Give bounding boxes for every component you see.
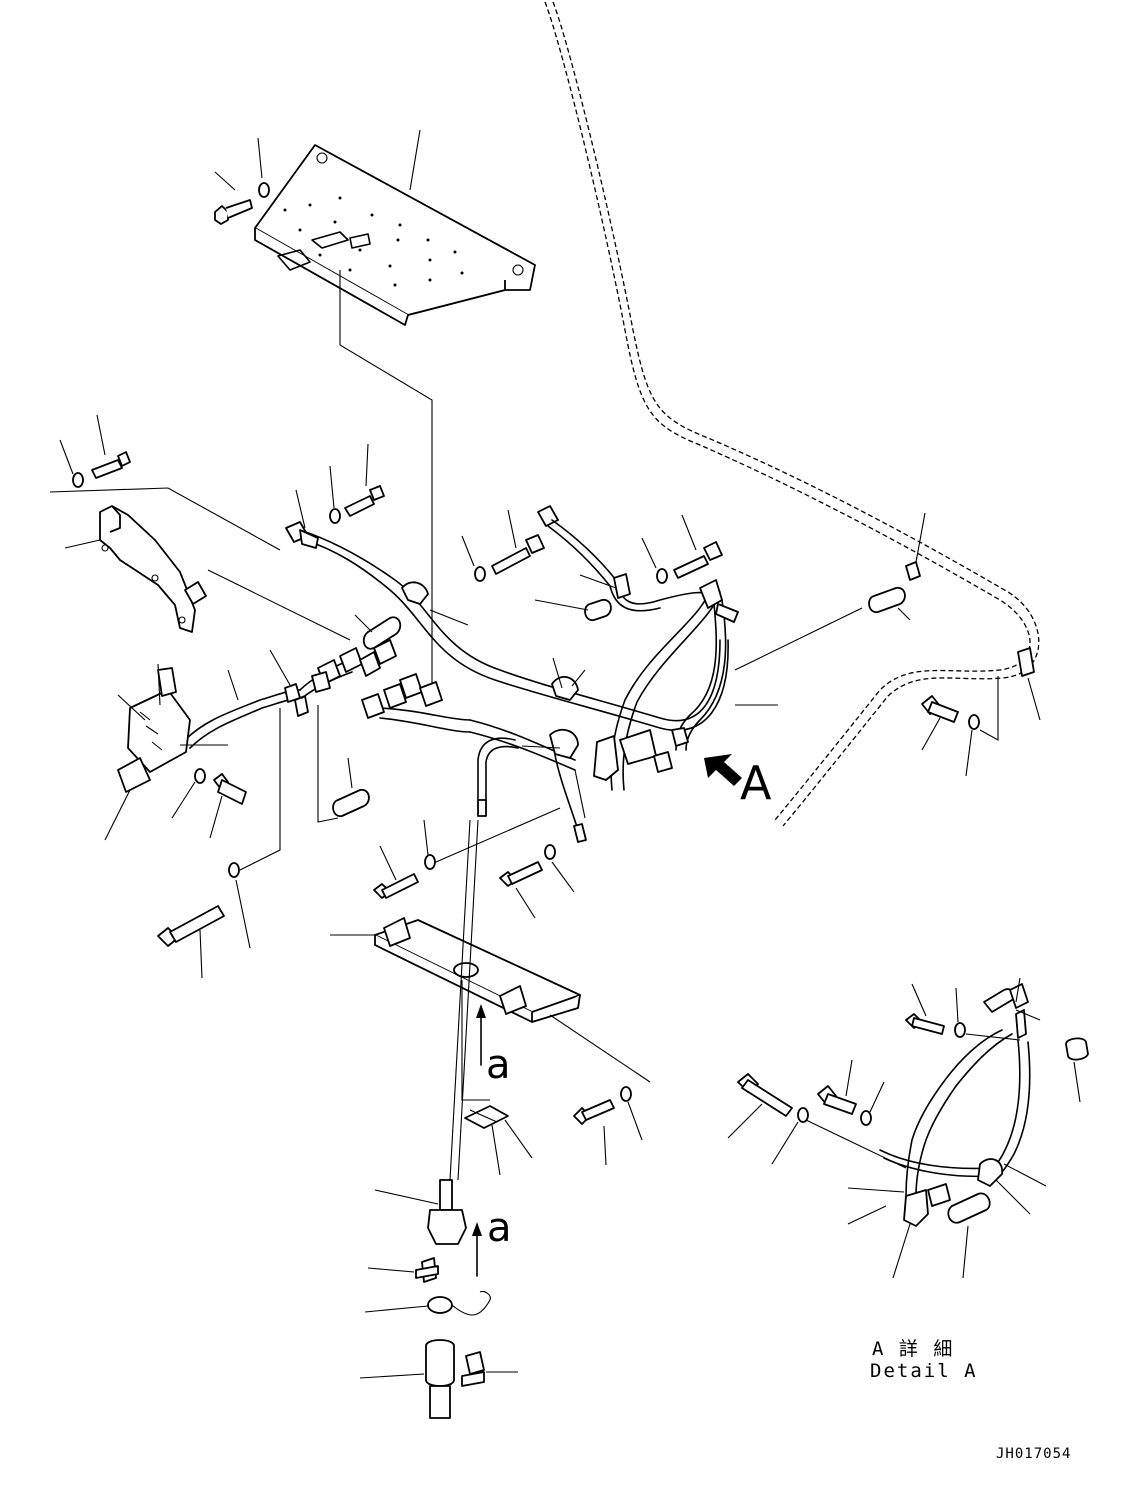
sensor-harness (537, 505, 713, 612)
washer (860, 1081, 885, 1126)
bolt (344, 443, 385, 517)
bolt (157, 905, 225, 979)
washer (59, 439, 84, 488)
section-arrow (472, 1222, 482, 1277)
washer (771, 1107, 809, 1165)
washer (641, 537, 668, 584)
lower-bracket (330, 917, 651, 1083)
view-arrow (704, 754, 742, 786)
cab-outline (544, 1, 1040, 827)
washer (228, 708, 281, 949)
washer (329, 465, 341, 524)
harness-clip (551, 657, 586, 701)
spacer-collar (317, 705, 370, 823)
bolt (573, 1099, 615, 1166)
harness-junction (477, 727, 689, 843)
bolt (373, 845, 419, 899)
bolt (214, 199, 253, 225)
washer (965, 676, 999, 777)
bolt (499, 861, 543, 919)
washer (461, 535, 486, 582)
bolt (727, 1073, 793, 1139)
section-arrow (476, 1004, 486, 1066)
spacer-collar (868, 587, 911, 621)
drawing-code: JH017054 (996, 1446, 1072, 1462)
sensor-rod (449, 819, 490, 1181)
detail-title-en: Detail A (870, 1360, 978, 1382)
bolt (491, 509, 545, 575)
connector-harness (104, 639, 576, 841)
section-arrow-label: a (487, 1205, 512, 1251)
spacer-collar (534, 599, 612, 621)
harness-cable-upper (285, 521, 729, 732)
bolt (905, 983, 945, 1035)
harness-clip-small (295, 489, 306, 529)
bolt (209, 773, 247, 839)
section-arrow-label: a (486, 1042, 511, 1088)
bolt (921, 695, 959, 751)
detail-title-jp: A 詳 細 (872, 1338, 955, 1360)
spacer-collar (354, 614, 402, 650)
sensor-assembly (359, 1179, 518, 1419)
washer (620, 1086, 643, 1141)
bolt (817, 1059, 857, 1115)
label-plate (464, 1105, 533, 1176)
washer (258, 182, 270, 198)
harness-clip (401, 581, 469, 626)
bolt (673, 514, 723, 579)
washer (954, 987, 966, 1038)
washer (171, 768, 206, 819)
top-panel (214, 129, 536, 690)
bolt (91, 414, 131, 479)
view-arrow-label: A (740, 756, 772, 810)
left-bracket (49, 487, 351, 641)
washer (544, 844, 575, 893)
washer (423, 807, 561, 870)
cab-clip (905, 512, 1041, 721)
detail-a-view (805, 977, 1089, 1279)
